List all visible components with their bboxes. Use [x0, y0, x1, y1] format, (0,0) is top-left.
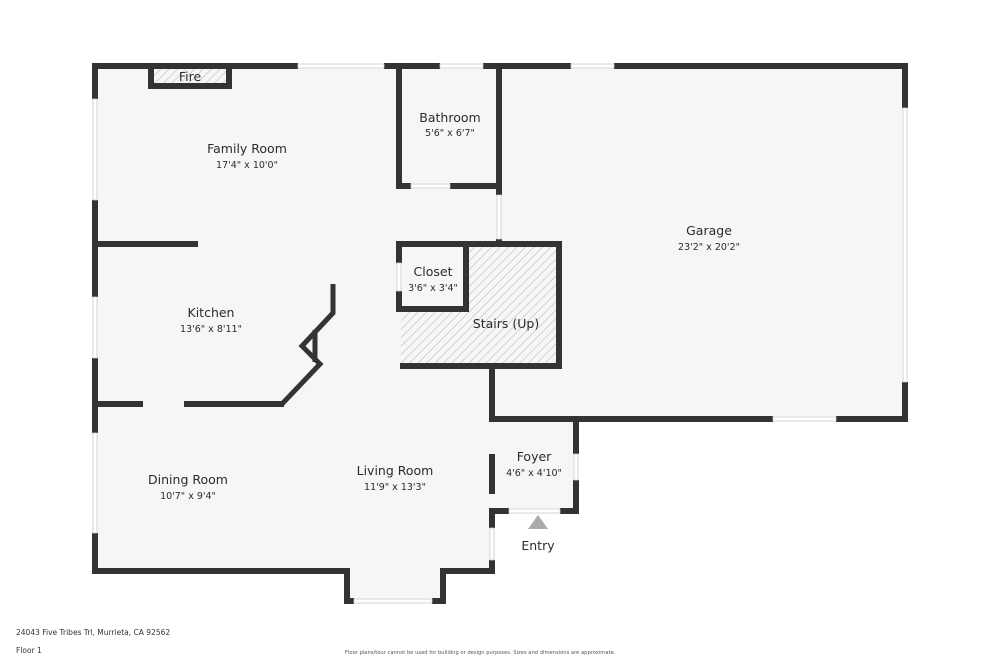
- room-dining-room: Dining Room 10'7" x 9'4": [148, 472, 228, 502]
- windows: [92, 63, 908, 604]
- room-name-label: Closet: [414, 264, 453, 279]
- entry-arrow-icon: [528, 515, 548, 529]
- room-dimensions-label: 11'9" x 13'3": [364, 482, 426, 493]
- property-address: 24043 Five Tribes Trl, Murrieta, CA 9256…: [16, 628, 171, 637]
- room-name-label: Living Room: [357, 463, 434, 478]
- entry-label: Entry: [521, 538, 555, 553]
- floor-label: Floor 1: [16, 646, 42, 655]
- room-dimensions-label: 5'6" x 6'7": [425, 128, 475, 139]
- walls: [92, 63, 908, 604]
- room-bathroom: Bathroom 5'6" x 6'7": [419, 110, 480, 139]
- room-dimensions-label: 23'2" x 20'2": [678, 242, 740, 253]
- closet-area: [401, 245, 466, 308]
- disclaimer-text: Floor plans/tour cannot be used for buil…: [345, 650, 616, 656]
- room-dimensions-label: 13'6" x 8'11": [180, 324, 242, 335]
- room-stairs: Stairs (Up): [473, 316, 539, 331]
- room-dimensions-label: 10'7" x 9'4": [160, 491, 216, 502]
- room-name-label: Family Room: [207, 141, 287, 156]
- room-family-room: Family Room 17'4" x 10'0": [207, 141, 287, 171]
- room-dimensions-label: 4'6" x 4'10": [506, 468, 562, 479]
- kitchen-angled-wall: [184, 284, 336, 407]
- room-kitchen: Kitchen 13'6" x 8'11": [180, 305, 242, 335]
- room-fireplace: Fire: [179, 69, 202, 84]
- room-name-label: Kitchen: [188, 305, 235, 320]
- room-name-label: Fire: [179, 69, 202, 84]
- room-name-label: Foyer: [517, 449, 552, 464]
- room-name-label: Garage: [686, 223, 732, 238]
- room-garage: Garage 23'2" x 20'2": [678, 223, 740, 253]
- room-name-label: Stairs (Up): [473, 316, 539, 331]
- room-dimensions-label: 3'6" x 3'4": [408, 283, 458, 294]
- room-name-label: Dining Room: [148, 472, 228, 487]
- room-foyer: Foyer 4'6" x 4'10": [506, 449, 562, 479]
- room-dimensions-label: 17'4" x 10'0": [216, 160, 278, 171]
- room-closet: Closet 3'6" x 3'4": [408, 264, 458, 294]
- room-name-label: Bathroom: [419, 110, 480, 125]
- room-living-room: Living Room 11'9" x 13'3": [357, 463, 434, 493]
